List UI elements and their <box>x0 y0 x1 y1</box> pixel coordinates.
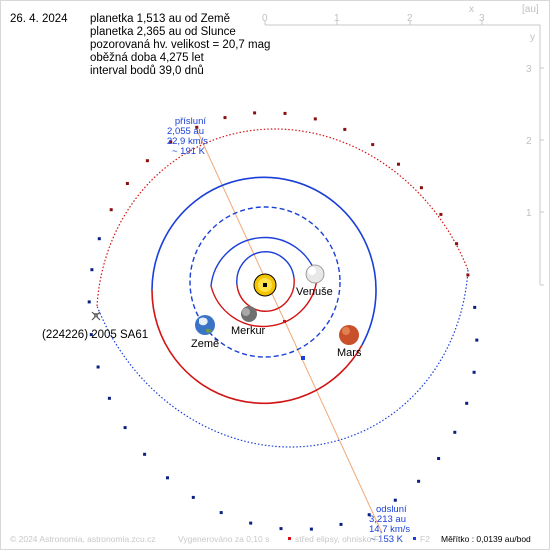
orbit-point <box>109 208 113 212</box>
orbit-point <box>313 117 317 121</box>
x-tick-label: 1 <box>334 13 340 24</box>
perihelion-title: přísluní <box>175 116 207 127</box>
x-tick-label: 2 <box>407 13 413 24</box>
asteroid-label: (224226) 2005 SA61 <box>42 329 148 341</box>
perihelion-temperature: ~ 191 K <box>172 146 206 157</box>
aphelion-distance: 3,213 au <box>369 514 406 525</box>
orbit-point <box>419 186 423 190</box>
date-label: 26. 4. 2024 <box>10 13 68 25</box>
orbit-point <box>472 370 476 374</box>
orbit-point <box>453 430 457 434</box>
x-axis-label: x <box>469 4 474 15</box>
orbit-point <box>473 305 477 309</box>
orbit-point <box>96 365 100 369</box>
orbit-point <box>439 212 443 216</box>
orbit-point <box>309 527 313 531</box>
legend-f2: F2 <box>420 534 430 544</box>
sun-icon <box>253 273 277 297</box>
venus-label: Venuše <box>296 286 333 298</box>
unit-label: [au] <box>522 4 539 15</box>
earth-label: Země <box>191 338 219 350</box>
orbit-point <box>166 476 169 480</box>
asteroid-probe-icon <box>91 311 101 321</box>
orbit-point-markers <box>87 111 479 531</box>
mars-orbit <box>151 176 377 405</box>
mercury-icon <box>241 306 257 322</box>
info-line: oběžná doba 4,275 let <box>90 52 204 64</box>
axes <box>264 21 544 286</box>
orbit-point <box>283 111 287 115</box>
generated-time: Vygenerováno za 0,10 s <box>178 534 269 544</box>
apsis-line <box>194 125 383 534</box>
orbit-point <box>371 143 375 147</box>
orbit-point <box>343 127 347 131</box>
info-line: interval bodů 39,0 dnů <box>90 65 204 77</box>
earth-orbit <box>189 206 341 358</box>
orbit-point <box>455 242 459 246</box>
scale-label: Měřítko : 0,0139 au/bod <box>441 534 531 544</box>
y-tick-label: 1 <box>526 208 532 219</box>
focus-f2-marker <box>301 356 305 360</box>
orbit-point <box>367 513 371 517</box>
mars-label: Mars <box>337 347 362 359</box>
aphelion-title: odsluní <box>376 504 407 515</box>
earth-icon <box>195 315 215 335</box>
x-tick-label: 0 <box>262 13 268 24</box>
orbit-point <box>143 452 147 456</box>
planet-labels: Venuše Merkur Země Mars (224226) 2005 SA… <box>42 286 362 359</box>
orbit-point <box>466 273 470 277</box>
x-tick-label: 3 <box>479 13 485 24</box>
legend-center-marker <box>288 537 291 540</box>
orbit-point <box>393 498 397 502</box>
aphelion-label: odsluní 3,213 au 14,7 km/s ~ 153 K <box>369 504 410 545</box>
mars-icon <box>339 325 359 345</box>
venus-icon <box>305 264 325 284</box>
footer: © 2024 Astronomia, astronomia.zcu.cz Vyg… <box>10 534 531 544</box>
orbit-point <box>195 125 199 129</box>
perihelion-label: přísluní 2,055 au 22,9 km/s ~ 191 K <box>167 116 208 157</box>
orbit-point <box>87 300 91 304</box>
info-line: pozorovaná hv. velikost = 20,7 mag <box>90 39 271 51</box>
orbit-point <box>339 522 343 526</box>
orbit-point <box>107 396 111 400</box>
aphelion-temperature: ~ 153 K <box>370 534 404 545</box>
orbit-point <box>90 268 94 272</box>
orbit-point <box>219 511 223 515</box>
orbit-point <box>125 182 129 185</box>
asteroid-orbit <box>96 128 469 448</box>
orbit-point <box>397 162 400 166</box>
orbit-point <box>465 401 469 405</box>
orbit-point <box>123 426 127 430</box>
legend-f2-marker <box>413 537 416 540</box>
y-tick-label: 2 <box>526 136 532 147</box>
perihelion-speed: 22,9 km/s <box>167 136 208 147</box>
copyright: © 2024 Astronomia, astronomia.zcu.cz <box>10 534 156 544</box>
orbit-point <box>191 495 195 499</box>
venus-orbit <box>210 236 318 328</box>
y-tick-label: 3 <box>526 64 532 75</box>
orbit-point <box>437 457 441 460</box>
mercury-orbit <box>236 251 295 312</box>
orbit-point <box>169 140 173 144</box>
orbit-point <box>475 338 479 342</box>
orbit-point <box>89 333 93 337</box>
info-line: planetka 2,365 au od Slunce <box>90 26 236 38</box>
ellipse-center-marker <box>283 320 286 323</box>
orbit-point <box>417 479 421 483</box>
orbit-point <box>279 527 283 531</box>
orbit-point <box>253 111 257 115</box>
info-line: planetka 1,513 au od Země <box>90 13 231 25</box>
axis-labels: 0 1 2 3 x [au] 3 2 1 y <box>262 4 539 219</box>
legend-text: střed elipsy, ohnisko F1 <box>295 534 384 544</box>
aphelion-speed: 14,7 km/s <box>369 524 410 535</box>
mercury-label: Merkur <box>231 325 266 337</box>
orbit-point <box>249 521 253 525</box>
orbit-point <box>223 116 227 120</box>
perihelion-distance: 2,055 au <box>167 126 204 137</box>
orbit-point <box>145 159 149 163</box>
orbit-point <box>97 237 101 241</box>
y-axis-label: y <box>530 32 535 43</box>
